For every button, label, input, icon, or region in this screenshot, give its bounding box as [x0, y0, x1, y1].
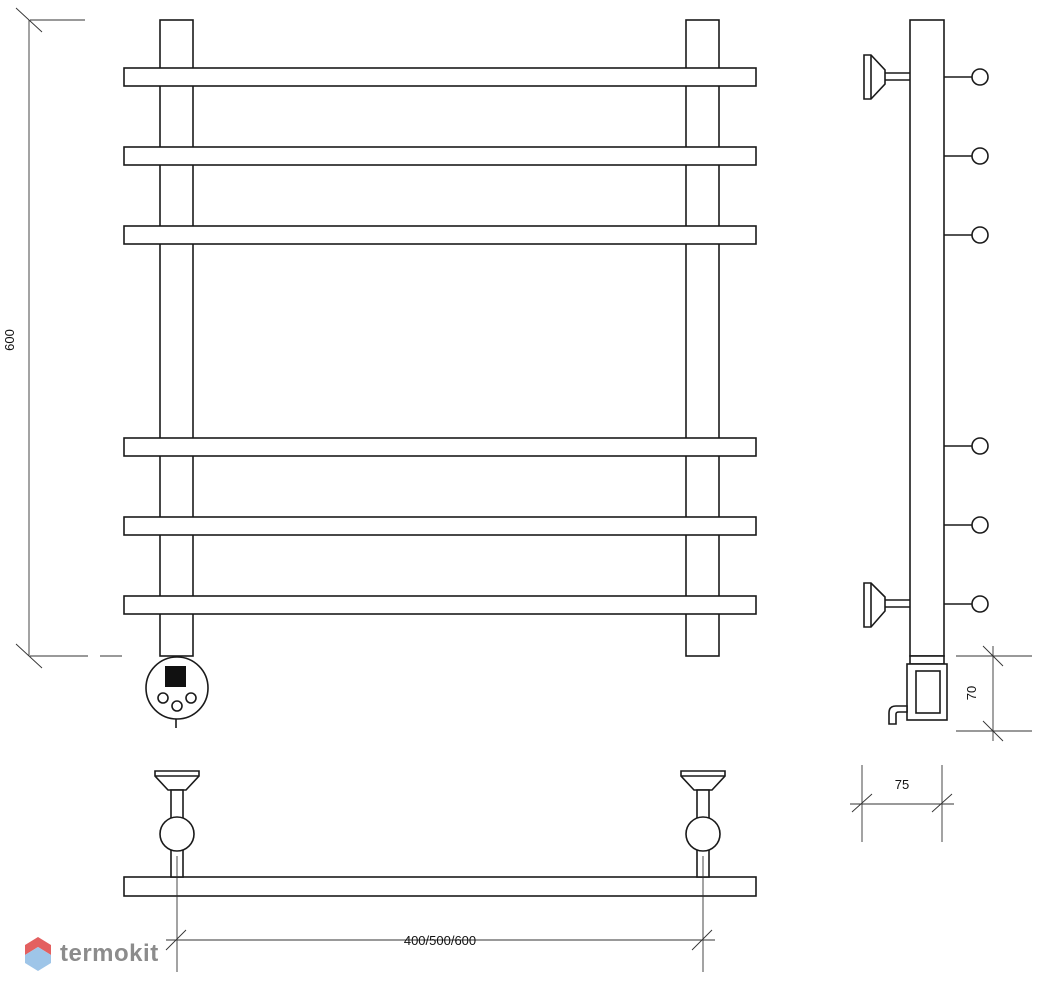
front-bar-6 — [123, 595, 757, 615]
side-bar-ends — [944, 68, 989, 613]
front-bar-3 — [123, 225, 757, 245]
front-bar-1 — [123, 67, 757, 87]
logo-text: termokit — [60, 940, 159, 967]
width-dimension: 400/500/600 — [165, 856, 715, 972]
heater-control-panel-icon — [145, 656, 209, 728]
side-view — [863, 19, 989, 725]
side-wall-mount-bottom — [863, 582, 910, 628]
depth-dimension-label: 75 — [895, 777, 909, 792]
termokit-logo-icon — [25, 937, 51, 971]
height-dimension: 600 — [2, 7, 122, 669]
top-right-mount — [680, 770, 726, 878]
depth-dimension: 75 — [850, 765, 954, 842]
side-post — [909, 19, 945, 657]
top-left-mount — [154, 770, 200, 878]
front-bar-5 — [123, 516, 757, 536]
heater-dimension: 70 — [956, 645, 1032, 742]
front-view — [123, 19, 757, 728]
brand-logo: termokit — [24, 936, 159, 972]
front-bar-2 — [123, 146, 757, 166]
top-view — [123, 770, 757, 897]
front-right-post — [685, 19, 720, 657]
top-bar — [123, 876, 757, 897]
front-left-post — [159, 19, 194, 657]
height-dimension-label: 600 — [2, 329, 17, 351]
side-heater-box — [888, 655, 948, 725]
width-dimension-label: 400/500/600 — [404, 933, 476, 948]
front-bar-4 — [123, 437, 757, 457]
heater-dimension-label: 70 — [964, 686, 979, 700]
side-wall-mount-top — [863, 54, 910, 100]
